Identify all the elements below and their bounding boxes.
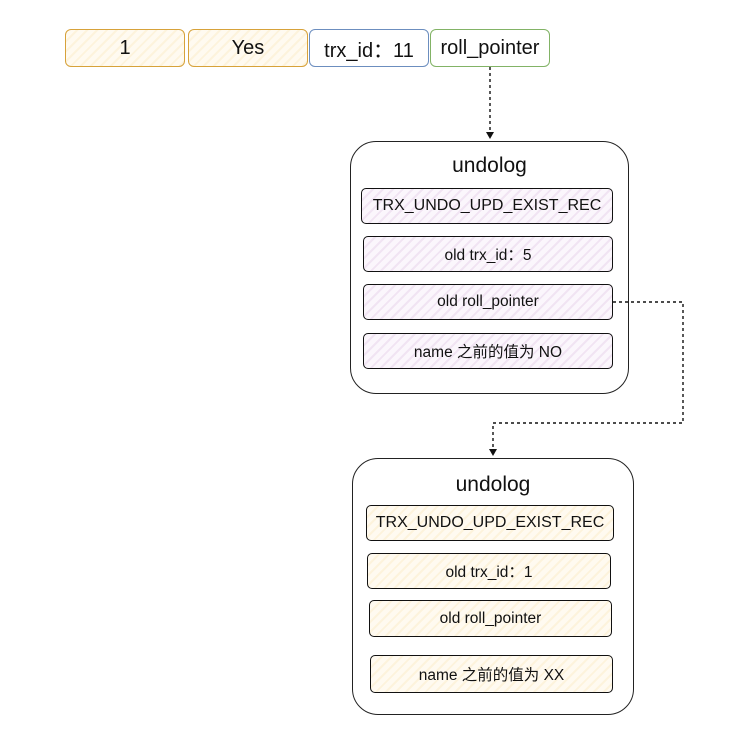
arrow-undolog-1-to-undolog-2 — [489, 301, 684, 456]
undolog-card-1-title: undolog — [452, 154, 527, 177]
record-cell-value-1: 1 — [65, 29, 185, 67]
undolog-2-row-name-prev: name 之前的值为 XX — [370, 655, 613, 693]
undolog-1-row-old-trx-id: old trx_id：5 — [363, 236, 613, 272]
record-cell-value-yes: Yes — [188, 29, 308, 67]
undolog-2-row-type: TRX_UNDO_UPD_EXIST_REC — [366, 505, 614, 541]
record-cell-trx-id: trx_id：11 — [309, 29, 429, 67]
record-cell-roll-pointer: roll_pointer — [430, 29, 550, 67]
undolog-1-row-name-prev: name 之前的值为 NO — [363, 333, 613, 369]
undolog-1-row-old-roll-pointer: old roll_pointer — [363, 284, 613, 320]
undolog-card-2-title: undolog — [455, 473, 531, 496]
undolog-1-row-type: TRX_UNDO_UPD_EXIST_REC — [361, 188, 613, 224]
undolog-2-row-old-trx-id: old trx_id：1 — [367, 553, 611, 589]
undolog-2-row-old-roll-pointer: old roll_pointer — [369, 600, 612, 637]
